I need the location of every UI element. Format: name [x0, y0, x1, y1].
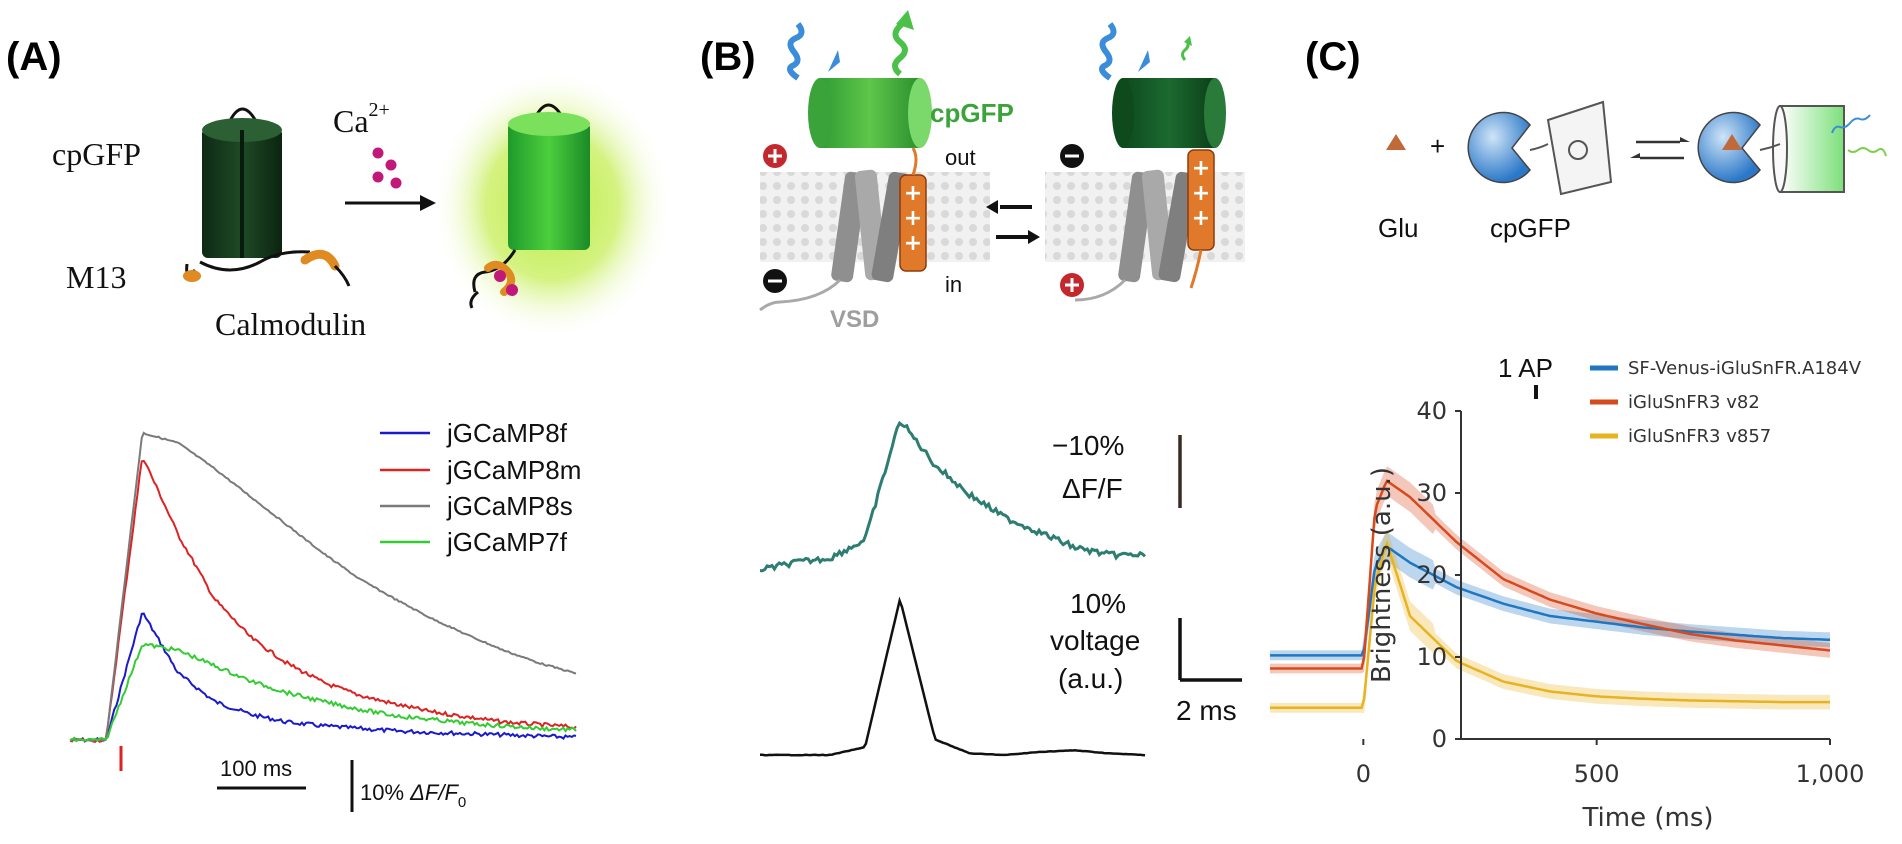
- x-axis-title: Time (ms): [1581, 803, 1713, 833]
- positive-charge-icon-left: [763, 144, 787, 168]
- y-tick-label: 0: [1432, 725, 1447, 753]
- cpgfp-barrel-icon: [1529, 100, 1613, 196]
- legend-sf-venus-iglusnfr-a184v: SF-Venus-iGluSnFR.A184V: [1628, 358, 1862, 379]
- positive-charge-icon-right: [1060, 273, 1084, 297]
- binding-protein-icon: [1467, 111, 1531, 184]
- vsd-helices-right: + + +: [1074, 149, 1215, 302]
- time-scale-label: 100 ms: [220, 756, 292, 781]
- emission-light-icon: [892, 21, 908, 77]
- series-jgcamp8m: [69, 459, 577, 743]
- glu-label: Glu: [1378, 213, 1418, 243]
- panel-c-error-bands: [1270, 466, 1830, 714]
- plus-sign: +: [1430, 131, 1445, 161]
- legend-jgcamp8f: jGCaMP8f: [446, 418, 568, 448]
- panel-b-diagram: cpGFP out in VSD + + +: [759, 10, 1245, 333]
- voltage-trace: [760, 596, 1146, 757]
- cpgfp-label: cpGFP: [52, 136, 141, 172]
- binding-arrow: [345, 195, 436, 211]
- x-tick-label: 500: [1574, 760, 1620, 788]
- legend-iglusnfr3-v857: iGluSnFR3 v857: [1628, 426, 1771, 447]
- charge-plus-r2: +: [1192, 181, 1210, 206]
- band-iglusnfr3-v857: [1270, 528, 1830, 714]
- series-iglusnfr3-v82: [1270, 479, 1830, 670]
- calcium-ions: [372, 147, 402, 189]
- calcium-label: Ca2+: [333, 99, 390, 139]
- legend-jgcamp8s: jGCaMP8s: [446, 491, 573, 521]
- charge-plus-r1: +: [1192, 156, 1210, 181]
- series-sf-venus-iglusnfr-a184v: [1270, 544, 1830, 657]
- panel-a-label: (A): [6, 35, 62, 79]
- m13-label: M13: [66, 259, 126, 295]
- legend-iglusnfr3-v82: iGluSnFR3 v82: [1628, 392, 1760, 413]
- emission-arrowhead-icon: [896, 10, 914, 30]
- series-jgcamp8s: [69, 431, 577, 742]
- charge-plus-r3: +: [1192, 206, 1210, 231]
- voltage-scale-unit-au: (a.u.): [1058, 663, 1123, 694]
- in-label: in: [945, 272, 962, 297]
- panel-a-diagram: cpGFP M13 Calmodulin Ca2+: [52, 70, 672, 342]
- panel-c-legend: SF-Venus-iGluSnFR.A184V iGluSnFR3 v82 iGlu…: [1590, 358, 1862, 447]
- panel-b-chart: −10% ΔF/F 10% voltage (a.u.) 2 ms: [759, 420, 1242, 757]
- panel-b-label: (B): [700, 35, 756, 79]
- voltage-scale-unit: voltage: [1050, 625, 1140, 656]
- legend-jgcamp7f: jGCaMP7f: [446, 527, 568, 557]
- cpgfp-cylinder-bright: [808, 78, 932, 148]
- glutamate-icon: [1386, 134, 1406, 150]
- panel-c-chart: 1 AP 0 10 20 30 40 0 500 1,000 Brightness (a.u…: [1270, 353, 1864, 833]
- voltage-scale-pct: 10%: [1070, 588, 1126, 619]
- b-time-scale-label: 2 ms: [1176, 695, 1237, 726]
- y-tick-label: 10: [1416, 643, 1447, 671]
- fluorescence-trace: [759, 420, 1147, 573]
- charge-plus-1: +: [904, 181, 922, 206]
- vsd-label: VSD: [830, 306, 879, 333]
- equilibrium-arrows: [986, 200, 1040, 244]
- panel-a-series: [69, 431, 577, 743]
- x-tick-label: 0: [1356, 760, 1371, 788]
- stimulus-label: 1 AP: [1498, 353, 1553, 383]
- legend-jgcamp8m: jGCaMP8m: [446, 455, 581, 485]
- cpgfp-label-c: cpGFP: [1490, 213, 1571, 243]
- panel-c-diagram: + Glu cpGFP: [1378, 100, 1887, 243]
- x-ticks: 0 500 1,000: [1356, 739, 1865, 788]
- panel-c-series: [1270, 479, 1830, 710]
- panel-a-legend: jGCaMP8f jGCaMP8m jGCaMP8s jGCaMP7f: [380, 418, 581, 557]
- equilibrium-arrows-c: [1630, 137, 1690, 160]
- bound-sensor-c-icon: [1697, 105, 1887, 193]
- series-jgcamp8f: [69, 612, 577, 743]
- charge-plus-2: +: [904, 206, 922, 231]
- excitation-light-icon-right: [1099, 22, 1117, 81]
- excitation-light-icon: [787, 22, 805, 81]
- fluorescence-scale-unit: ΔF/F: [1062, 473, 1123, 504]
- c-emission-icon: [1847, 147, 1887, 157]
- excitation-arrowhead-icon: [828, 50, 840, 72]
- negative-charge-icon-right: [1060, 144, 1084, 168]
- y-tick-label: 20: [1416, 561, 1447, 589]
- bound-sensor-icon: [432, 70, 672, 340]
- y-tick-label: 40: [1416, 397, 1447, 425]
- panel-b-series: [759, 420, 1147, 757]
- vsd-helices-left: + + +: [759, 147, 927, 312]
- c-excitation-icon: [1831, 114, 1871, 134]
- y-ticks: 0 10 20 30 40: [1416, 397, 1461, 753]
- excitation-arrowhead-icon-right: [1138, 50, 1150, 72]
- unbound-sensor-icon: [183, 107, 351, 287]
- weak-emission-arrowhead-icon: [1184, 36, 1192, 46]
- panel-a-chart: 100 ms 10% ΔF/F0 jGCaMP8f jGCaMP8m jGCaM…: [69, 418, 581, 812]
- amplitude-scale-label: 10% ΔF/F0: [360, 780, 466, 811]
- negative-charge-icon-left: [763, 269, 787, 293]
- out-label: out: [945, 145, 976, 170]
- y-axis-title: Brightness (a.u.): [1367, 467, 1397, 683]
- x-tick-label: 1,000: [1796, 760, 1865, 788]
- cpgfp-label-b: cpGFP: [930, 98, 1014, 128]
- cpgfp-cylinder-dark: [1112, 78, 1226, 148]
- calmodulin-label: Calmodulin: [215, 306, 366, 342]
- y-tick-label: 30: [1416, 479, 1447, 507]
- series-iglusnfr3-v857: [1270, 539, 1830, 710]
- panel-c-label: (C): [1305, 35, 1361, 79]
- series-jgcamp7f: [69, 642, 577, 743]
- fluorescence-scale-pct: −10%: [1052, 430, 1124, 461]
- charge-plus-3: +: [904, 231, 922, 256]
